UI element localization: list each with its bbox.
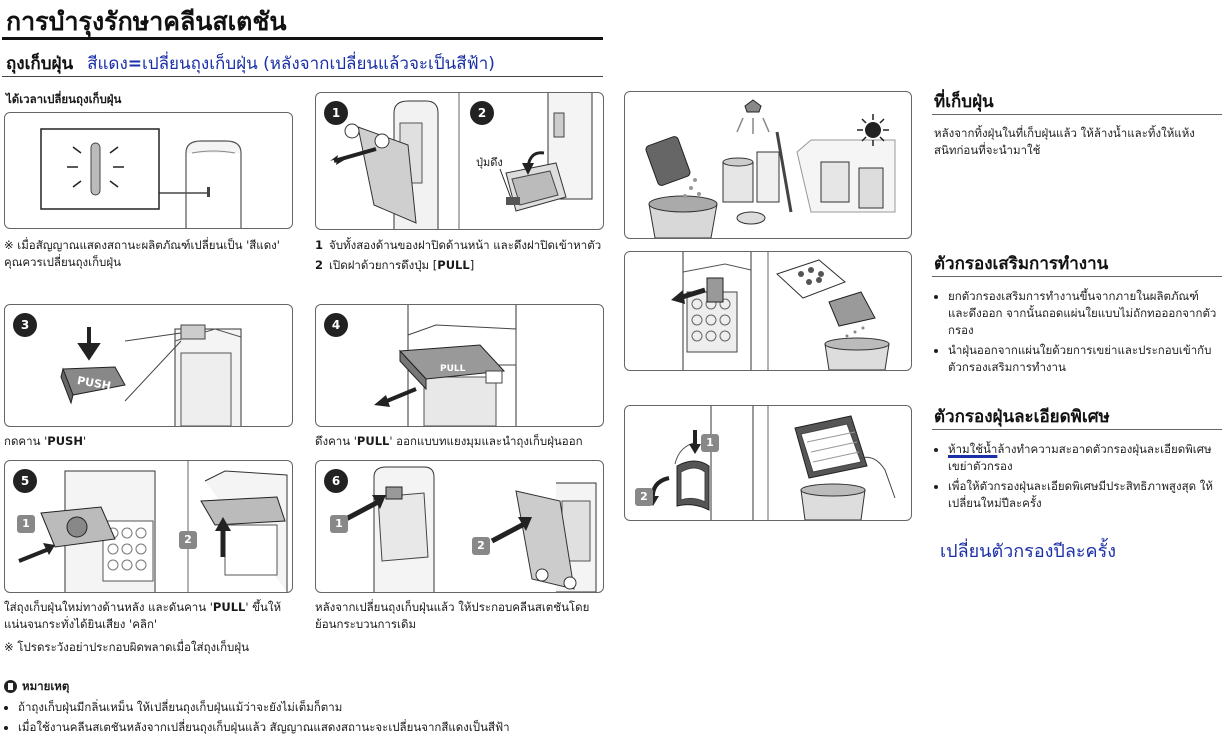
step-6-illustration: 6 1 2 bbox=[315, 460, 604, 593]
fine-filter-illustration: 1 2 bbox=[624, 405, 912, 521]
step-5-badge: 5 bbox=[13, 469, 37, 493]
step-5-note: ※ โปรดระวังอย่าประกอบผิดพลาดเมื่อใส่ถุงเ… bbox=[4, 640, 249, 654]
notes-heading-text: หมายเหตุ bbox=[22, 679, 70, 693]
step-4-illustration: PULL 4 bbox=[315, 304, 604, 427]
dust-bin-illustration bbox=[624, 91, 912, 239]
step-5-text-pre: ใส่ถุงเก็บฝุ่นใหม่ทางด้านหลัง และดันคาน … bbox=[4, 600, 213, 614]
step-1-number: 1 bbox=[315, 238, 324, 252]
fine-filter-item: ห้ามใช้น้ำล้างทำความสะอาดตัวกรองฝุ่นละเอ… bbox=[948, 441, 1218, 475]
step-6-badge: 6 bbox=[324, 469, 348, 493]
step-1-2-illustration: 1 2 ปุ่มดึง bbox=[315, 92, 604, 230]
pre-filter-illustration bbox=[624, 251, 912, 371]
step-4-text: ดึงคาน 'PULL' ออกแบบทแยงมุมและนำถุงเก็บฝ… bbox=[315, 433, 583, 450]
note-item: เมื่อใช้งานคลีนสเตชันหลังจากเปลี่ยนถุงเก… bbox=[18, 719, 624, 736]
step-4-text-pre: ดึงคาน ' bbox=[315, 434, 357, 448]
fine-filter-heading: ตัวกรองฝุ่นละเอียดพิเศษ bbox=[934, 407, 1110, 427]
step-3-illustration: PUSH 3 bbox=[4, 304, 293, 427]
dust-bin-divider bbox=[932, 114, 1222, 115]
step-6-text: หลังจากเปลี่ยนถุงเก็บฝุ่นแล้ว ให้ประกอบค… bbox=[315, 600, 590, 631]
step-2-text-post: ] bbox=[469, 258, 475, 272]
pre-filter-divider bbox=[932, 276, 1222, 277]
step-2-badge: 2 bbox=[470, 101, 494, 125]
indicator-illustration bbox=[4, 112, 293, 229]
fine-filter-warning: ห้ามใช้น้ำ bbox=[948, 442, 998, 456]
step-5-text-bold: PULL bbox=[212, 600, 246, 614]
dust-bin-heading: ที่เก็บฝุ่น bbox=[934, 92, 994, 112]
indicator-note: ※ เมื่อสัญญาณแสดงสถานะผลิตภัณฑ์เปลี่ยนเป… bbox=[4, 238, 280, 269]
fine-filter-sub-1-badge: 1 bbox=[701, 434, 719, 452]
subtitle-label: ถุงเก็บฝุ่น bbox=[6, 54, 74, 74]
pre-filter-list: ยกตัวกรองเสริมการทำงานขึ้นจากภายในผลิตภั… bbox=[934, 288, 1218, 379]
step-1-text: จับทั้งสองด้านของฝาปิดด้านหน้า และดึงฝาป… bbox=[329, 238, 602, 252]
pre-filter-heading: ตัวกรองเสริมการทำงาน bbox=[934, 254, 1109, 274]
subtitle-red-text: สีแดง bbox=[87, 54, 128, 74]
pre-filter-item: ยกตัวกรองเสริมการทำงานขึ้นจากภายในผลิตภั… bbox=[948, 288, 1218, 339]
subtitle-divider bbox=[2, 76, 603, 77]
indicator-heading: ได้เวลาเปลี่ยนถุงเก็บฝุ่น bbox=[6, 92, 122, 106]
note-item: ถ้าถุงเก็บฝุ่นมีกลิ่นเหม็น ให้เปลี่ยนถุง… bbox=[18, 699, 624, 716]
step-6-sub-1-badge: 1 bbox=[330, 515, 348, 533]
pull-lever-text: PULL bbox=[440, 364, 466, 374]
step-6-sub-2-badge: 2 bbox=[472, 537, 490, 555]
step-5-sub-2-badge: 2 bbox=[179, 531, 197, 549]
fine-filter-item-1-rest: ล้างทำความสะอาดตัวกรองฝุ่นละเอียดพิเศษ เ… bbox=[948, 442, 1212, 473]
step-5-illustration: 5 1 2 bbox=[4, 460, 293, 593]
replace-yearly-text: เปลี่ยนตัวกรองปีละครั้ง bbox=[940, 541, 1117, 562]
step-1-badge: 1 bbox=[324, 101, 348, 125]
step-5-text: ใส่ถุงเก็บฝุ่นใหม่ทางด้านหลัง และดันคาน … bbox=[4, 599, 294, 633]
step-2-text-pre: เปิดฝาด้วยการดึงปุ่ม [ bbox=[329, 258, 438, 272]
fine-filter-item: เพื่อให้ตัวกรองฝุ่นละเอียดพิเศษมีประสิทธ… bbox=[948, 478, 1218, 512]
title-divider bbox=[2, 37, 603, 40]
step-4-text-bold: PULL bbox=[356, 434, 390, 448]
step-5-sub-1-badge: 1 bbox=[17, 515, 35, 533]
page-title: การบำรุงรักษาคลีนสเตชัน bbox=[6, 7, 287, 36]
fine-filter-divider bbox=[932, 429, 1222, 430]
dust-bin-text: หลังจากทิ้งฝุ่นในที่เก็บฝุ่นแล้ว ให้ล้าง… bbox=[934, 126, 1195, 157]
subtitle-change-text: เปลี่ยนถุงเก็บฝุ่น (หลังจากเปลี่ยนแล้วจะ… bbox=[142, 54, 495, 74]
step-3-text: กดคาน 'PUSH' bbox=[4, 433, 86, 450]
step-3-text-post: ' bbox=[82, 434, 87, 448]
fine-filter-sub-2-badge: 2 bbox=[635, 488, 653, 506]
step-3-text-bold: PUSH bbox=[47, 434, 83, 448]
step-4-text-post: ' ออกแบบทแยงมุมและนำถุงเก็บฝุ่นออก bbox=[389, 434, 583, 448]
notes-list: ถ้าถุงเก็บฝุ่นมีกลิ่นเหม็น ให้เปลี่ยนถุง… bbox=[4, 699, 624, 739]
section-subtitle: ถุงเก็บฝุ่น สีแดง=เปลี่ยนถุงเก็บฝุ่น (หลั… bbox=[6, 50, 495, 77]
subtitle-equals: = bbox=[127, 54, 143, 74]
step-4-badge: 4 bbox=[324, 313, 348, 337]
fine-filter-list: ห้ามใช้น้ำล้างทำความสะอาดตัวกรองฝุ่นละเอ… bbox=[934, 441, 1218, 515]
pull-button-label: ปุ่มดึง bbox=[476, 156, 503, 169]
push-lever-text: PUSH bbox=[76, 374, 112, 393]
step-2-number: 2 bbox=[315, 258, 324, 272]
step-5-text-post: ' ขึ้นให้แน่นจนกระทั่งได้ยินเสียง 'คลิก' bbox=[4, 600, 282, 631]
step-2-text-bold: PULL bbox=[437, 258, 470, 272]
notes-heading: หมายเหตุ bbox=[4, 678, 69, 695]
step-1-2-instructions: 1 จับทั้งสองด้านของฝาปิดด้านหน้า และดึงฝา… bbox=[315, 237, 602, 274]
step-3-badge: 3 bbox=[13, 313, 37, 337]
step-3-text-pre: กดคาน ' bbox=[4, 434, 48, 448]
note-icon bbox=[4, 680, 17, 693]
pre-filter-item: นำฝุ่นออกจากแผ่นใยด้วยการเขย่าและประกอบเ… bbox=[948, 342, 1218, 376]
